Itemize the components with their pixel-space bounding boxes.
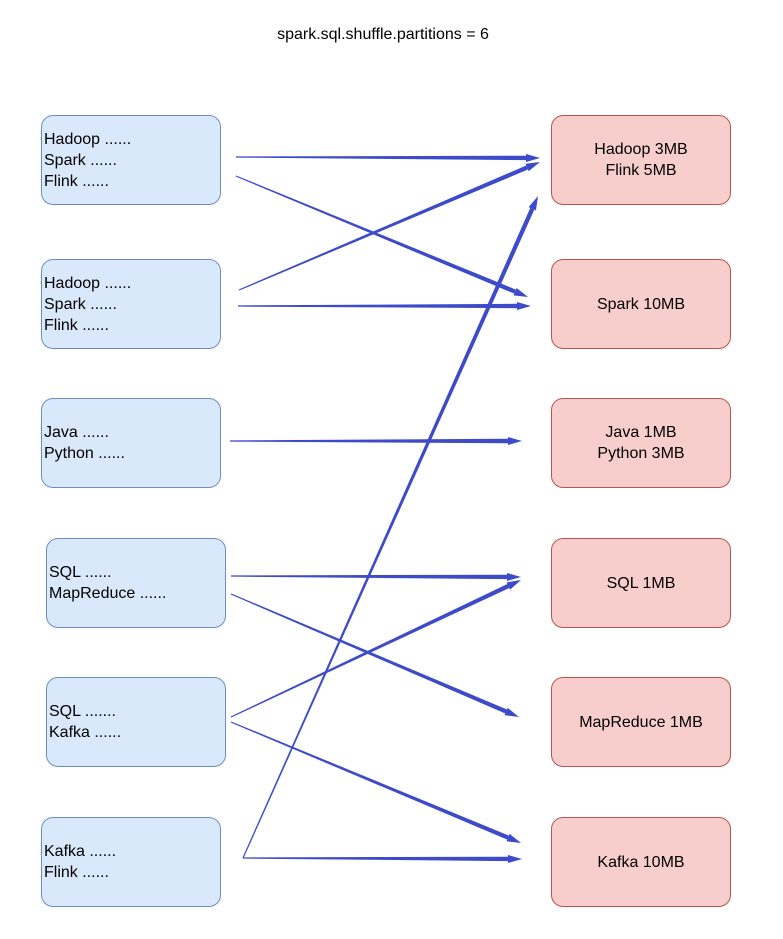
source-line: Java ......	[44, 424, 109, 441]
arrow-head-8	[506, 580, 521, 590]
target-partition-2: Spark 10MB	[551, 259, 731, 349]
arrow-shaft-3	[238, 165, 528, 291]
arrow-head-11	[507, 854, 522, 863]
source-line: Flink ......	[44, 316, 109, 334]
source-line: Kafka ......	[49, 724, 122, 741]
target-partition-6: Kafka 10MB	[551, 817, 731, 907]
source-line: Hadoop ......	[44, 130, 132, 148]
arrow-shaft-10	[242, 207, 535, 859]
source-line: Hadoop ......	[44, 274, 132, 292]
target-line: Flink 5MB	[605, 162, 677, 179]
source-line: MapReduce ......	[49, 585, 167, 602]
target-line: Java 1MB	[605, 424, 677, 441]
diagram-title: spark.sql.shuffle.partitions = 6	[277, 26, 489, 43]
target-line: Kafka 10MB	[597, 853, 685, 871]
target-partition-1: Hadoop 3MB Flink 5MB	[551, 115, 731, 205]
target-line: Spark 10MB	[596, 295, 686, 313]
source-line: SQL ......	[49, 564, 112, 581]
target-line: Python 3MB	[597, 445, 685, 462]
source-line: SQL .......	[49, 703, 116, 720]
arrow-head-3	[525, 162, 540, 172]
source-partition-4: SQL ...... MapReduce ......	[46, 538, 226, 628]
target-line: Hadoop 3MB	[594, 141, 688, 158]
target-line: SQL 1MB	[606, 574, 676, 592]
source-line: Kafka ......	[44, 843, 117, 860]
arrow-head-7	[504, 707, 519, 717]
arrow-head-1	[525, 153, 540, 162]
arrow-head-2	[513, 287, 528, 297]
target-partition-5: MapReduce 1MB	[551, 677, 731, 767]
arrow-shaft-4	[238, 303, 517, 309]
arrow-shaft-5	[230, 438, 508, 444]
arrow-shaft-7	[230, 593, 507, 714]
source-line: Python ......	[44, 445, 125, 462]
arrow-head-6	[506, 572, 521, 581]
arrow-head-4	[517, 302, 531, 310]
source-line: Spark ......	[44, 151, 117, 169]
arrow-shaft-9	[230, 721, 509, 840]
source-partition-6: Kafka ...... Flink ......	[41, 817, 221, 907]
source-partition-3: Java ...... Python ......	[41, 398, 221, 488]
arrow-shaft-8	[230, 583, 510, 718]
arrow-head-9	[506, 833, 521, 843]
target-partition-3: Java 1MB Python 3MB	[551, 398, 731, 488]
target-partition-4: SQL 1MB	[551, 538, 731, 628]
source-line: Flink ......	[44, 172, 109, 190]
arrow-shaft-11	[242, 856, 509, 862]
source-line: Flink ......	[44, 864, 109, 881]
target-line: MapReduce 1MB	[579, 713, 703, 731]
arrow-head-5	[508, 437, 522, 445]
source-partition-1: Hadoop ...... Spark ...... Flink ......	[41, 115, 221, 205]
source-partition-5: SQL ....... Kafka ......	[46, 677, 226, 767]
source-partition-2: Hadoop ...... Spark ...... Flink ......	[41, 259, 221, 349]
arrow-shaft-2	[235, 175, 516, 294]
arrow-shaft-1	[235, 155, 527, 161]
source-line: Spark ......	[44, 295, 117, 313]
arrow-head-10	[528, 196, 538, 211]
